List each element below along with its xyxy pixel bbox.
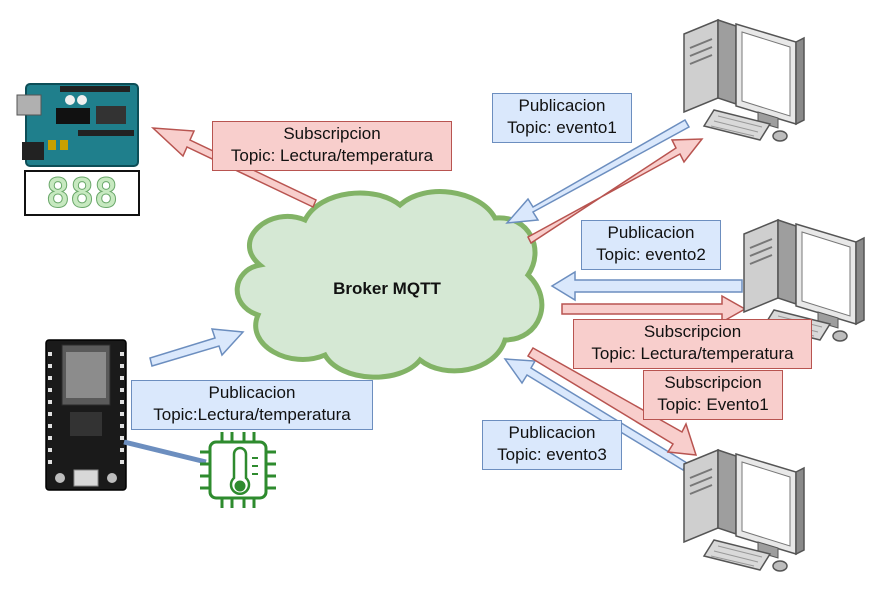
label-pc3-subscription: Subscripcion Topic: Evento1 [643, 370, 783, 420]
arrow-pc1-to-broker [505, 118, 691, 224]
label-line: Subscripcion [283, 124, 381, 143]
arrow-broker-to-pc2 [561, 294, 747, 324]
sensor-wire [123, 439, 207, 465]
label-line: Topic: Evento1 [657, 395, 769, 414]
thermometer-chip-icon [200, 432, 276, 508]
arduino-board [16, 83, 139, 167]
arrow-esp-to-broker [149, 328, 245, 367]
computer-1-icon [683, 19, 805, 142]
broker-cloud [234, 189, 545, 380]
label-arduino-subscription: Subscripcion Topic: Lectura/temperatura [212, 121, 452, 171]
label-line: Topic: Lectura/temperatura [230, 146, 434, 165]
label-line: Publicacion [518, 96, 606, 115]
label-line: Subscripcion [643, 322, 742, 341]
arrow-broker-to-pc3 [526, 346, 698, 456]
label-line: Topic: evento1 [507, 118, 617, 137]
label-line: Topic: evento2 [596, 245, 706, 264]
arrow-pc2-to-broker [550, 270, 743, 302]
display-digits: 888 [46, 171, 118, 217]
label-line: Publicacion [208, 383, 296, 402]
label-esp-publication: Publicacion Topic:Lectura/temperatura [131, 380, 373, 430]
arrow-broker-to-pc1 [527, 138, 704, 245]
label-line: Publicacion [508, 423, 596, 442]
esp32-board [45, 339, 127, 491]
label-line: Topic: Lectura/temperatura [591, 344, 794, 363]
label-line: Subscripcion [664, 373, 762, 392]
label-pc2-subscription: Subscripcion Topic: Lectura/temperatura [573, 319, 812, 369]
label-line: Publicacion [607, 223, 695, 242]
label-pc3-publication: Publicacion Topic: evento3 [482, 420, 622, 470]
arrow-pc3-to-broker [503, 358, 689, 472]
label-line: Topic: evento3 [497, 445, 607, 464]
label-pc2-publication: Publicacion Topic: evento2 [581, 220, 721, 270]
broker-label: Broker MQTT [333, 279, 441, 298]
computer-3-icon [683, 449, 805, 572]
seven-segment-display: 888 [24, 170, 140, 218]
label-line: Topic:Lectura/temperatura [153, 405, 351, 424]
label-pc1-publication: Publicacion Topic: evento1 [492, 93, 632, 143]
